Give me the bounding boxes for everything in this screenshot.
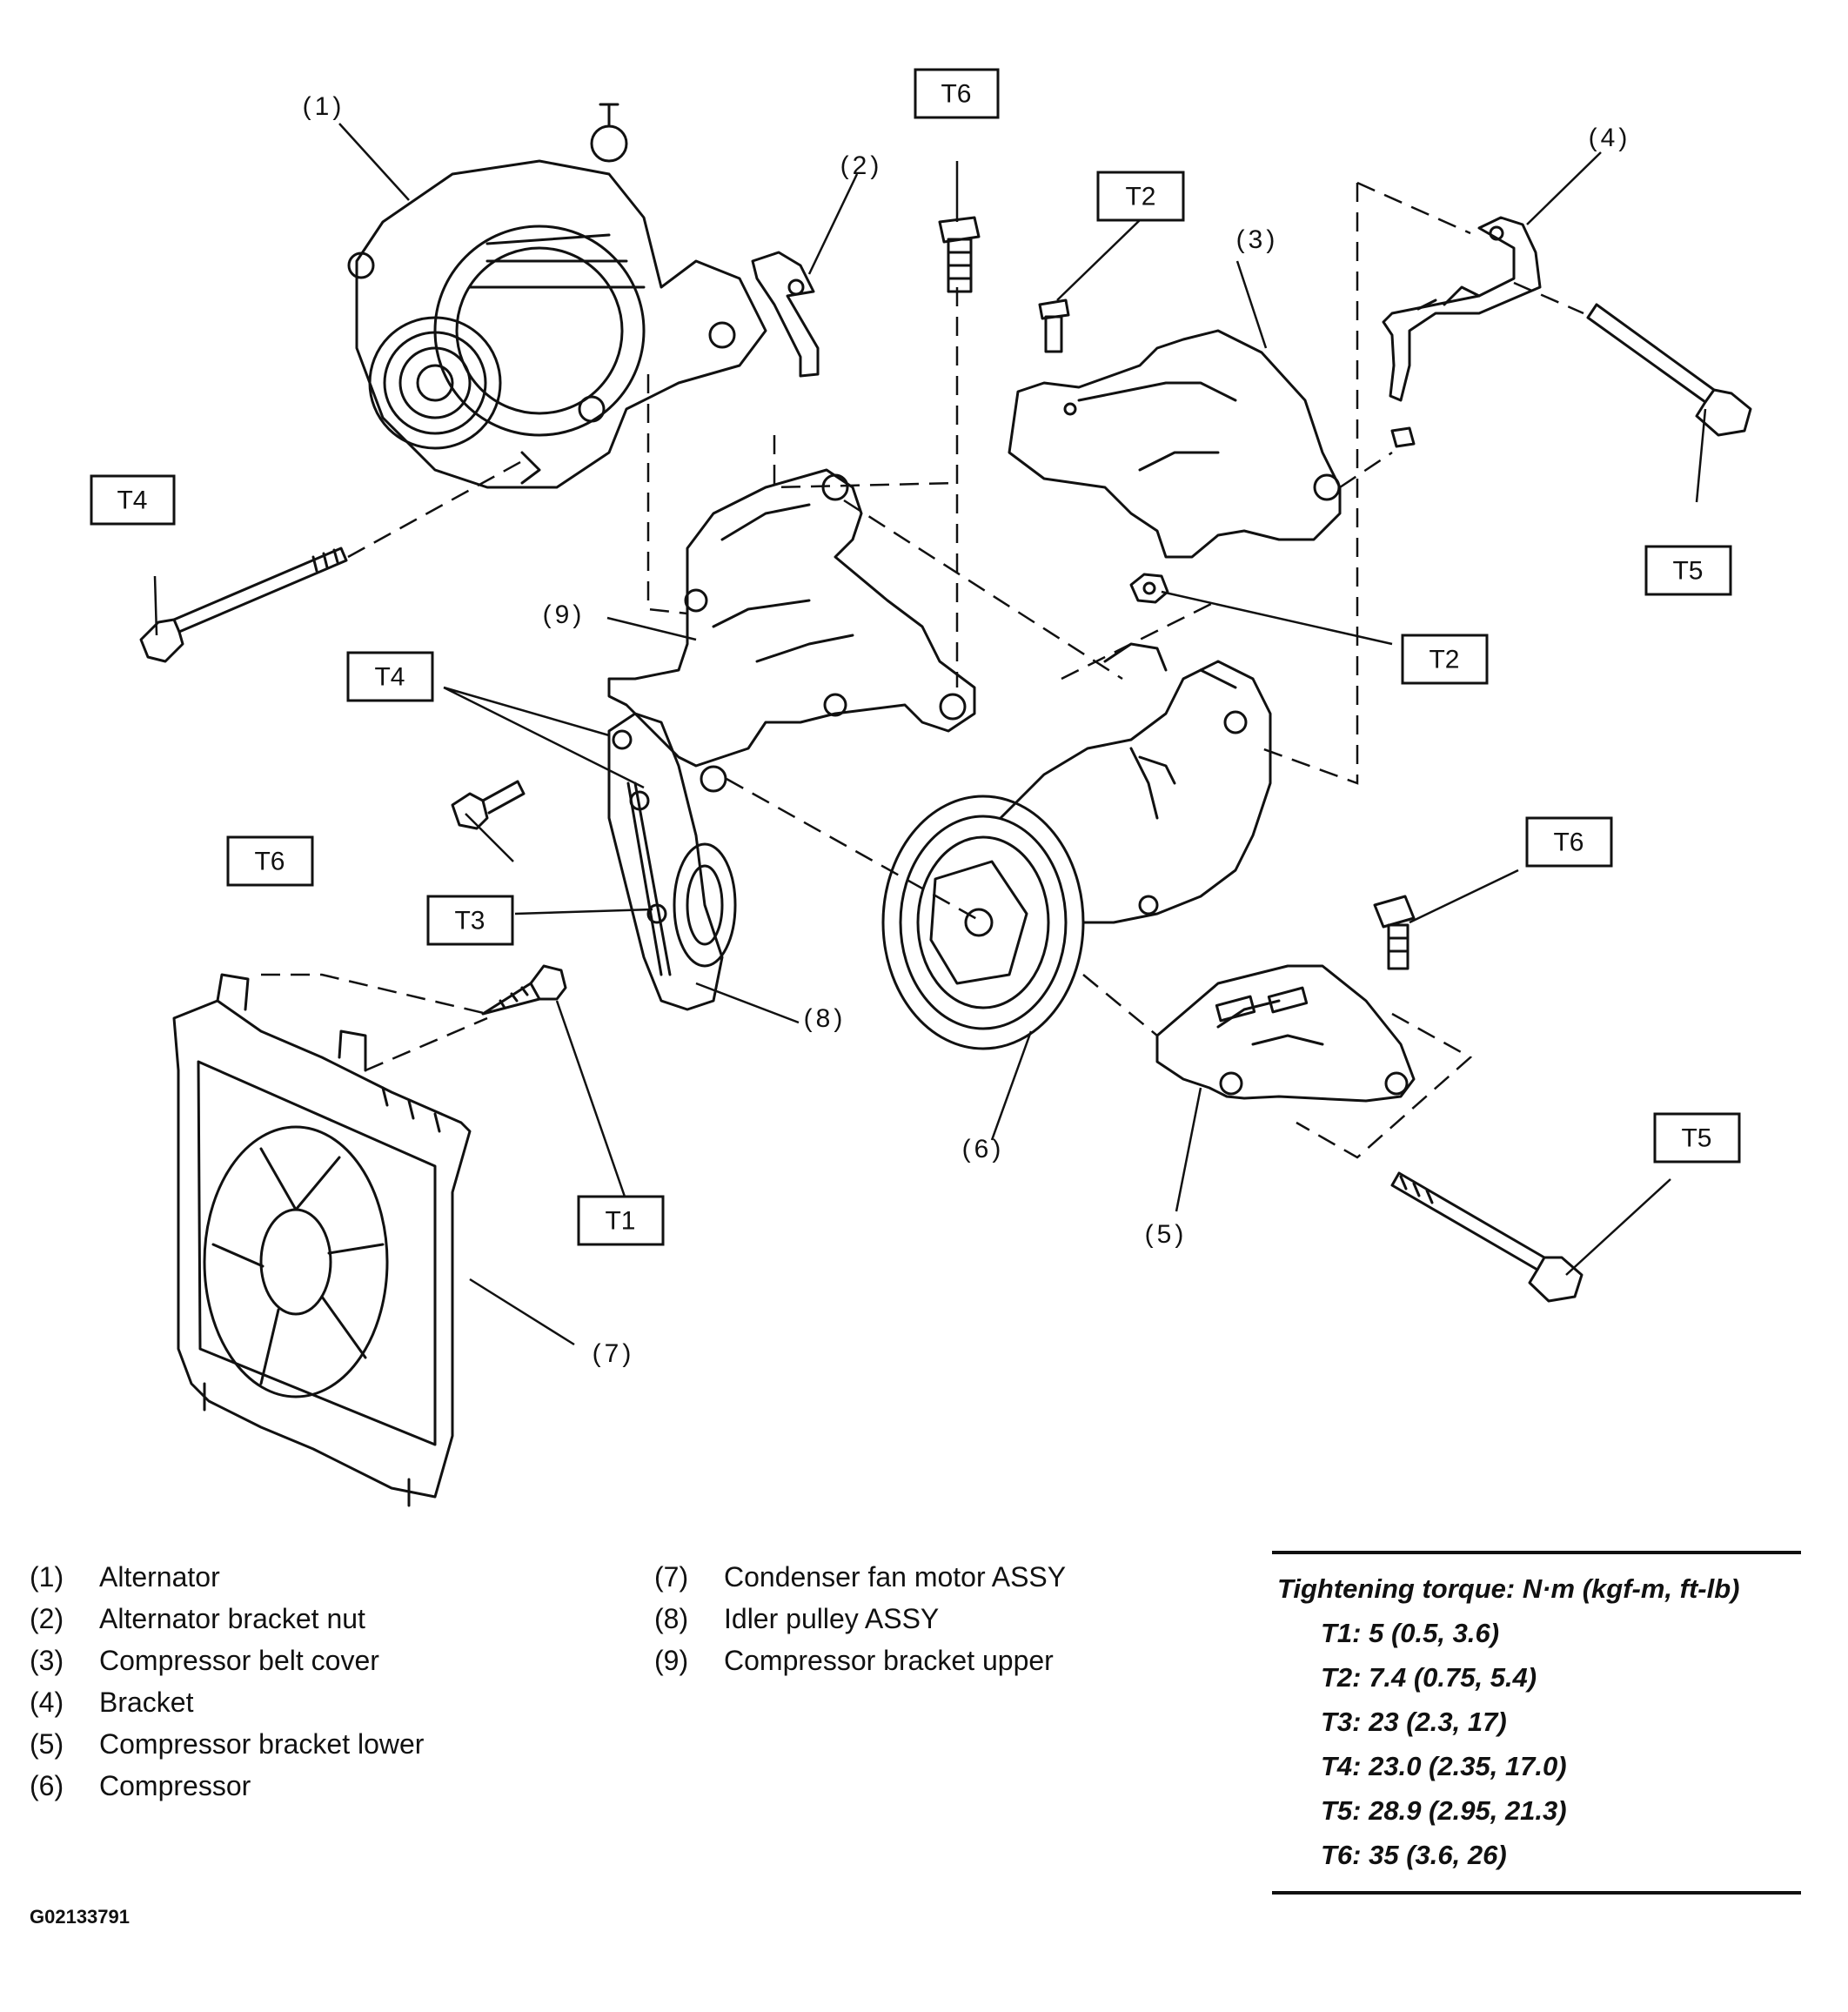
legend-middle: (7)Condenser fan motor ASSY (8)Idler pul… <box>654 1556 1066 1681</box>
torque-tag-box-t2-upper <box>1096 171 1185 222</box>
torque-tag-box-t6-top <box>914 68 1000 119</box>
callout-9: (9) <box>543 600 586 629</box>
torque-row-t1: T1: 5 (0.5, 3.6) <box>1321 1618 1500 1648</box>
exploded-view-diagram: T6 T2 T4 T5 T2 T4 T6 T3 T6 T1 T5 (1) (2)… <box>90 68 1752 1507</box>
torque-tag-box-t2-lower <box>1401 634 1489 685</box>
bolt-t5-bottom <box>1390 1171 1584 1303</box>
torque-tag-box-t4-mid <box>346 651 434 702</box>
torque-table: Tightening torque: N·m (kgf-m, ft-lb) T1… <box>1272 1551 1801 1895</box>
bolt-t5-right <box>1586 303 1752 437</box>
legend-item: (5)Compressor bracket lower <box>30 1728 425 1760</box>
compressor-bracket-upper <box>607 468 976 793</box>
torque-row-t6: T6: 35 (3.6, 26) <box>1321 1840 1507 1870</box>
screw-t1 <box>481 964 567 1016</box>
torque-tag-t5-bottom: T5 <box>1681 1124 1711 1153</box>
torque-tag-t6-top: T6 <box>941 80 971 109</box>
bolt-t6-left <box>451 780 526 830</box>
legend-item: (9)Compressor bracket upper <box>654 1645 1054 1676</box>
callout-5: (5) <box>1145 1220 1188 1249</box>
legend-item: (2)Alternator bracket nut <box>30 1603 365 1634</box>
legend-item: (7)Condenser fan motor ASSY <box>654 1561 1067 1593</box>
torque-tag-box-t6-right <box>1525 816 1613 868</box>
callout-4: (4) <box>1589 124 1631 152</box>
callout-6: (6) <box>962 1135 1005 1164</box>
bolt-t6-top <box>938 216 981 293</box>
compressor-belt-cover <box>1008 329 1342 559</box>
callout-1: (1) <box>303 92 345 121</box>
torque-tag-box-t3 <box>426 895 514 946</box>
torque-row-t2: T2: 7.4 (0.75, 5.4) <box>1321 1662 1537 1693</box>
torque-tag-t1: T1 <box>605 1207 635 1236</box>
torque-tag-t6-right: T6 <box>1553 828 1584 857</box>
torque-tag-t3: T3 <box>454 907 485 936</box>
legend-item: (1)Alternator <box>30 1561 220 1593</box>
torque-tag-box-t5-bottom <box>1653 1112 1741 1164</box>
torque-row-t4: T4: 23.0 (2.35, 17.0) <box>1321 1751 1567 1781</box>
alternator <box>347 103 767 489</box>
idler-pulley <box>607 712 737 1011</box>
torque-row-t3: T3: 23 (2.3, 17) <box>1321 1707 1507 1737</box>
torque-tag-t2-lower: T2 <box>1429 646 1459 674</box>
callout-8: (8) <box>804 1004 847 1033</box>
torque-tag-box-t5-right <box>1644 545 1732 596</box>
torque-tag-t5-right: T5 <box>1672 557 1703 586</box>
bracket <box>1382 216 1542 448</box>
compressor-bracket-lower <box>1155 964 1416 1103</box>
legend-item: (8)Idler pulley ASSY <box>654 1603 940 1634</box>
torque-table-title: Tightening torque: N·m (kgf-m, ft-lb) <box>1277 1573 1740 1604</box>
torque-tag-t2-upper: T2 <box>1125 183 1155 211</box>
nut-t2-lower <box>1129 573 1169 604</box>
condenser-fan-motor <box>172 973 472 1507</box>
compressor <box>881 642 1272 1050</box>
torque-tag-t4-mid: T4 <box>374 663 405 692</box>
legend-item: (3)Compressor belt cover <box>30 1645 379 1676</box>
figure-code: G02133791 <box>30 1906 130 1928</box>
torque-tag-box-t6-left <box>226 835 314 887</box>
legend-left: (1)Alternator (2)Alternator bracket nut … <box>30 1556 424 1807</box>
torque-tag-t6-left: T6 <box>254 848 285 876</box>
torque-tag-box-t1 <box>577 1195 665 1246</box>
bolt-t2-upper <box>1038 298 1070 353</box>
bolt-t4-left <box>139 547 348 663</box>
torque-tag-t4-left: T4 <box>117 486 147 515</box>
legend-item: (6)Compressor <box>30 1770 251 1801</box>
legend-item: (4)Bracket <box>30 1687 194 1718</box>
torque-row-t5: T5: 28.9 (2.95, 21.3) <box>1321 1795 1567 1826</box>
torque-tag-box-t4-left <box>90 474 176 526</box>
callout-2: (2) <box>840 151 883 180</box>
bolt-t6-right <box>1373 895 1416 970</box>
callout-7: (7) <box>593 1339 635 1368</box>
callout-3: (3) <box>1236 225 1279 254</box>
alternator-bracket-nut <box>751 251 820 378</box>
